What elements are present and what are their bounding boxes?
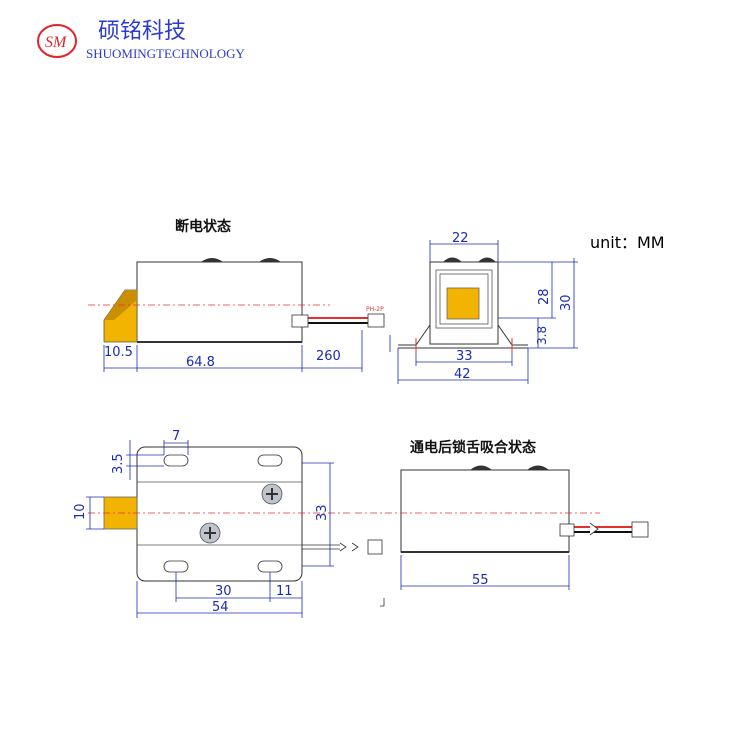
side-on-title: 通电后锁舌吸合状态 (410, 439, 536, 456)
slot-bottom-right (257, 560, 283, 573)
end-bump-right (478, 257, 496, 262)
slot-bottom-left (163, 560, 189, 573)
end-view: 22 28 30 3.8 33 42 (389, 231, 578, 384)
dim-end-top: 22 (452, 231, 469, 246)
end-bump-left (443, 257, 462, 262)
bump-left (201, 258, 223, 262)
dim-wire-length: 260 (316, 349, 341, 364)
side-view-on: 55 (355, 465, 649, 607)
solenoid-body (136, 261, 303, 343)
brand-name-cn: 硕铭科技 (98, 19, 186, 44)
on-bump-right (527, 465, 549, 470)
on-connector-icon (631, 521, 649, 538)
plunger-face (446, 287, 480, 320)
dim-flange-height: 3.8 (535, 326, 549, 345)
dim-tongue-extension: 10.5 (104, 345, 133, 360)
dim-height-total: 30 (559, 294, 574, 311)
dim-plate-width: 54 (212, 600, 229, 615)
dim-plate-height: 33 (315, 504, 330, 521)
on-wire-sleeve (559, 523, 575, 537)
dim-slot-height: 3.5 (111, 453, 126, 474)
on-bump-left (470, 465, 492, 470)
dim-hole-edge: 11 (276, 584, 293, 599)
brand-header: SM 硕铭科技 SHUOMINGTECHNOLOGY (37, 19, 245, 61)
wire-break-icon (351, 542, 359, 552)
brand-name-en: SHUOMINGTECHNOLOGY (86, 46, 245, 61)
dim-base-inner: 33 (456, 349, 473, 364)
dim-body-retracted: 55 (472, 573, 489, 588)
top-wire (302, 544, 340, 550)
wire-break-icon (589, 522, 599, 536)
wire-sleeve (291, 314, 309, 328)
side-view-off: PH-2P 10.5 64.8 260 (88, 258, 385, 372)
connector-label: PH-2P (366, 306, 384, 313)
logo-ring-icon (37, 24, 77, 58)
side-off-title: 断电状态 (175, 218, 231, 235)
unit-label: unit：MM (590, 233, 665, 252)
top-connector-icon (367, 539, 383, 555)
bracket-left (398, 324, 431, 346)
screw-cross-icon (204, 527, 216, 539)
slot-top-left (163, 454, 189, 467)
dim-height-inner: 28 (537, 288, 552, 305)
logo-text: SM (45, 34, 68, 51)
dim-slot-width: 7 (172, 429, 180, 444)
top-view: 7 3.5 10 33 30 11 54 (73, 429, 383, 618)
dim-base-total: 42 (454, 367, 471, 382)
dim-body-length: 64.8 (186, 355, 215, 370)
slot-top-right (257, 454, 283, 467)
corner-mark (380, 598, 385, 607)
bracket-right (497, 324, 528, 346)
dim-hole-pitch: 30 (215, 584, 232, 599)
dim-tongue-height: 10 (73, 503, 88, 520)
bump-right (259, 258, 281, 262)
wire-break-icon (339, 542, 347, 552)
on-solenoid-body (400, 469, 570, 553)
connector-icon (367, 313, 385, 328)
screw-cross-icon (266, 488, 278, 500)
